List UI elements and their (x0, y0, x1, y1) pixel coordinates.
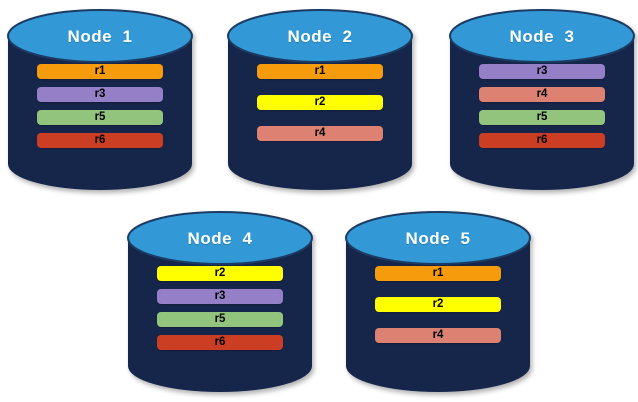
replica-stack: r1 r2 r4 (228, 64, 412, 141)
database-node[interactable]: Node 2 r1 r2 r4 (227, 9, 413, 190)
node-label: Node 4 (187, 229, 253, 248)
replica-bar[interactable]: r2 (375, 297, 501, 312)
replica-bar[interactable]: r1 (257, 64, 383, 79)
replica-bar[interactable]: r2 (157, 266, 283, 281)
node-label: Node 1 (67, 27, 133, 46)
node-label: Node 3 (509, 27, 575, 46)
replica-bar[interactable]: r1 (37, 64, 163, 79)
replica-stack: r3 r4 r5 r6 (450, 64, 634, 148)
replica-bar[interactable]: r4 (375, 328, 501, 343)
database-node[interactable]: Node 5 r1 r2 r4 (345, 211, 531, 392)
replica-bar[interactable]: r4 (257, 126, 383, 141)
node-label: Node 2 (287, 27, 353, 46)
replica-stack: r1 r3 r5 r6 (8, 64, 192, 148)
replica-bar[interactable]: r1 (375, 266, 501, 281)
node-label: Node 5 (405, 229, 471, 248)
replica-bar[interactable]: r3 (157, 289, 283, 304)
replica-bar[interactable]: r5 (157, 312, 283, 327)
replica-bar[interactable]: r4 (479, 87, 605, 102)
replica-bar[interactable]: r3 (479, 64, 605, 79)
replica-stack: r2 r3 r5 r6 (128, 266, 312, 350)
replica-bar[interactable]: r6 (37, 133, 163, 148)
database-node[interactable]: Node 4 r2 r3 r5 r6 (127, 211, 313, 392)
replica-bar[interactable]: r3 (37, 87, 163, 102)
replica-bar[interactable]: r5 (37, 110, 163, 125)
database-node[interactable]: Node 3 r3 r4 r5 r6 (449, 9, 635, 190)
replica-bar[interactable]: r5 (479, 110, 605, 125)
replica-bar[interactable]: r6 (157, 335, 283, 350)
replica-stack: r1 r2 r4 (346, 266, 530, 343)
replica-bar[interactable]: r6 (479, 133, 605, 148)
database-node[interactable]: Node 1 r1 r3 r5 r6 (7, 9, 193, 190)
replica-bar[interactable]: r2 (257, 95, 383, 110)
